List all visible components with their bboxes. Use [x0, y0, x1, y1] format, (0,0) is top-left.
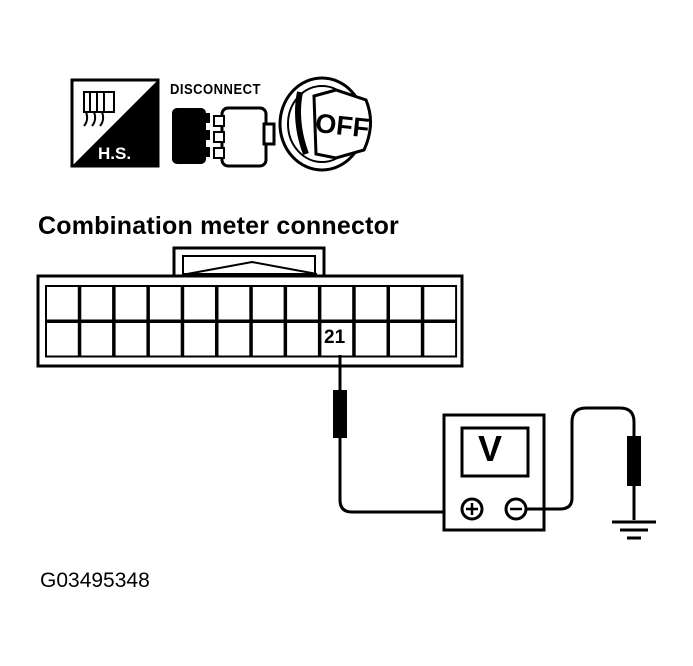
connector-cavity: [319, 321, 355, 358]
connector-cavity: [422, 321, 458, 358]
connector-cavity: [79, 285, 115, 322]
connector-cavity: [422, 285, 458, 322]
disconnect-label: DISCONNECT: [170, 80, 261, 98]
connector-cavity: [216, 285, 252, 322]
connector-cavity: [250, 285, 286, 322]
connector-cavity: [388, 285, 423, 322]
meter-connector: [36, 246, 464, 368]
hs-label: H.S.: [98, 144, 132, 163]
disconnect-connector-icon: [172, 106, 276, 168]
connector-cavity: [45, 321, 80, 358]
harness-sensor-icon: [70, 78, 160, 168]
off-label: OFF: [313, 108, 371, 144]
connector-cavity: [388, 321, 423, 358]
ground-symbol: [612, 520, 656, 540]
connector-cavity: [285, 321, 320, 358]
connector-cavity: [216, 321, 252, 358]
connector-cavity: [113, 321, 149, 358]
connector-cavity: [353, 321, 389, 358]
pin-number-label: 21: [324, 327, 346, 348]
voltmeter: [442, 413, 546, 532]
connector-cavity: [250, 321, 286, 358]
connector-cavity: [319, 285, 355, 322]
ignition-key-off-icon: [278, 76, 372, 172]
connector-cavity: [182, 285, 217, 322]
connector-cavity: [113, 285, 149, 322]
connector-cavity: [147, 321, 183, 358]
connector-cavity: [45, 285, 80, 322]
connector-cavity: [353, 285, 389, 322]
connector-cavity: [285, 285, 320, 322]
connector-cavity: [79, 321, 115, 358]
test-lead-negative: [526, 406, 641, 520]
connector-cavity: [147, 285, 183, 322]
connector-title: Combination meter connector: [38, 212, 399, 240]
test-lead-positive: [333, 355, 460, 514]
figure-id: G03495348: [40, 569, 150, 592]
meter-display-label: V: [478, 428, 503, 469]
connector-cavity: [182, 321, 217, 358]
